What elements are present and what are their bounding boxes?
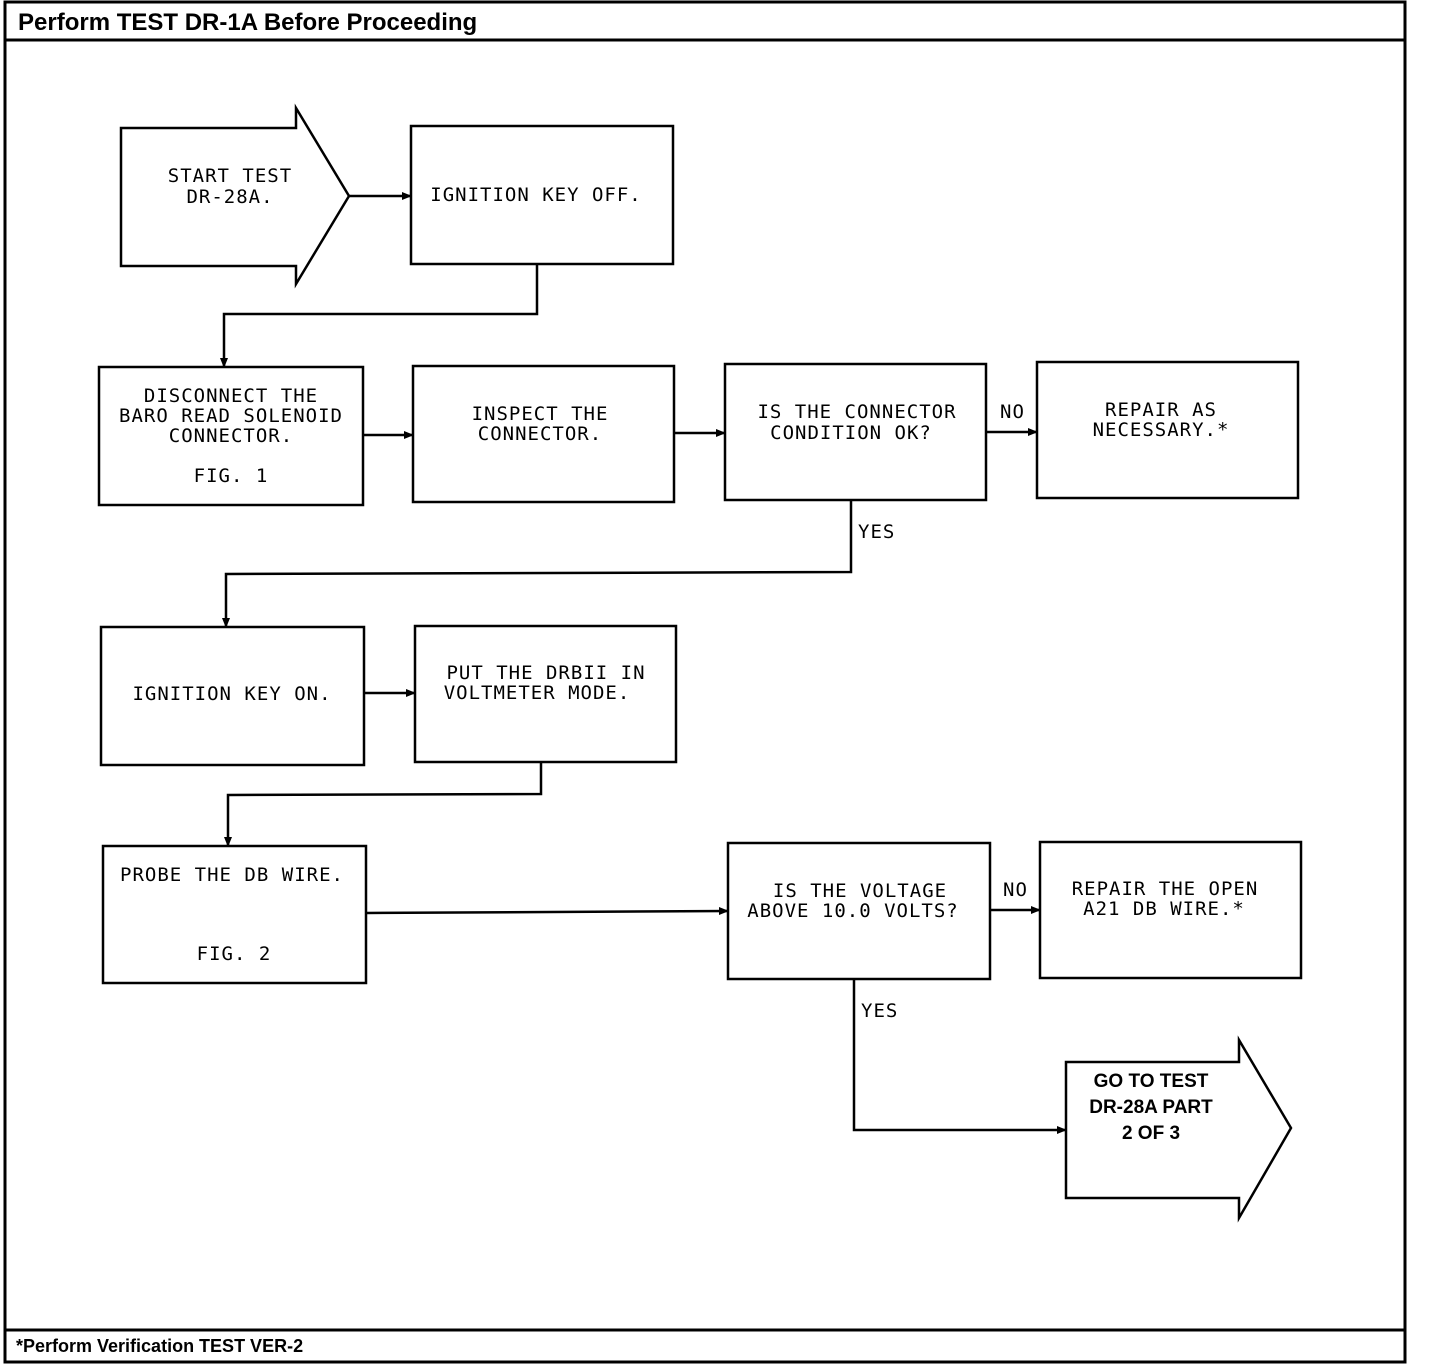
disconnect-node: DISCONNECT THE BARO READ SOLENOID CONNEC… [97,365,365,507]
repair-connector-line-2: NECESSARY.* [1093,419,1230,441]
inspect-line-1: INSPECT THE [472,403,609,425]
edge-drbii-to-probe [224,762,543,847]
inspect-line-2: CONNECTOR. [478,423,602,445]
start-line-2: DR-28A. [186,186,273,208]
outer-frame [3,0,1407,1364]
repair-wire-line-1: REPAIR THE OPEN [1072,878,1259,900]
disconnect-line-2: BARO READ SOLENOID [119,405,343,427]
goto-line-1: GO TO TEST [1094,1071,1209,1092]
connector-yes-label: YES [858,521,895,543]
ignition-on-node: IGNITION KEY ON. [99,625,366,767]
ignition-off-node: IGNITION KEY OFF. [409,124,675,266]
start-line-1: START TEST [168,165,292,187]
ignition-off-line-1: IGNITION KEY OFF. [430,184,641,206]
goto-line-2: DR-28A PART [1089,1097,1213,1118]
decision-connector-line-1: IS THE CONNECTOR [757,401,956,423]
drbii-node: PUT THE DRBII IN VOLTMETER MODE. [413,624,678,764]
repair-connector-node: REPAIR AS NECESSARY.* [1035,360,1300,500]
decision-connector-line-2: CONDITION OK? [770,422,932,444]
decision-voltage-line-1: IS THE VOLTAGE [773,880,947,902]
goto-line-3: 2 OF 3 [1122,1123,1180,1144]
edge-decision-voltage-to-goto [852,979,1067,1134]
decision-connector-node: IS THE CONNECTOR CONDITION OK? [723,362,988,502]
drbii-line-1: PUT THE DRBII IN [446,662,645,684]
footer-note: *Perform Verification TEST VER-2 [16,1336,303,1356]
probe-fig-label: FIG. 2 [197,943,272,965]
disconnect-line-1: DISCONNECT THE [144,385,318,407]
goto-node: GO TO TEST DR-28A PART 2 OF 3 [1064,1035,1293,1223]
connector-no-label: NO [1000,401,1025,423]
edge-ignition-off-to-disconnect [220,264,539,368]
inspect-node: INSPECT THE CONNECTOR. [411,364,676,504]
decision-voltage-node: IS THE VOLTAGE ABOVE 10.0 VOLTS? [726,841,992,981]
probe-node: PROBE THE DB WIRE. FIG. 2 [101,844,368,985]
voltage-yes-label: YES [861,1000,898,1022]
repair-wire-line-2: A21 DB WIRE.* [1083,898,1245,920]
disconnect-fig-label: FIG. 1 [194,465,269,487]
voltage-no-label: NO [1003,879,1028,901]
edge-probe-to-decision-voltage [365,907,729,916]
start-node: START TEST DR-28A. [119,103,351,289]
drbii-line-2: VOLTMETER MODE. [444,682,631,704]
edge-decision-to-ignition-on [222,500,853,628]
header-title: Perform TEST DR-1A Before Proceeding [18,9,477,36]
repair-connector-line-1: REPAIR AS [1105,399,1217,421]
probe-line-1: PROBE THE DB WIRE. [120,864,344,886]
disconnect-line-3: CONNECTOR. [169,425,293,447]
decision-voltage-line-2: ABOVE 10.0 VOLTS? [747,900,958,922]
ignition-on-line-1: IGNITION KEY ON. [132,683,331,705]
repair-wire-node: REPAIR THE OPEN A21 DB WIRE.* [1038,840,1303,980]
